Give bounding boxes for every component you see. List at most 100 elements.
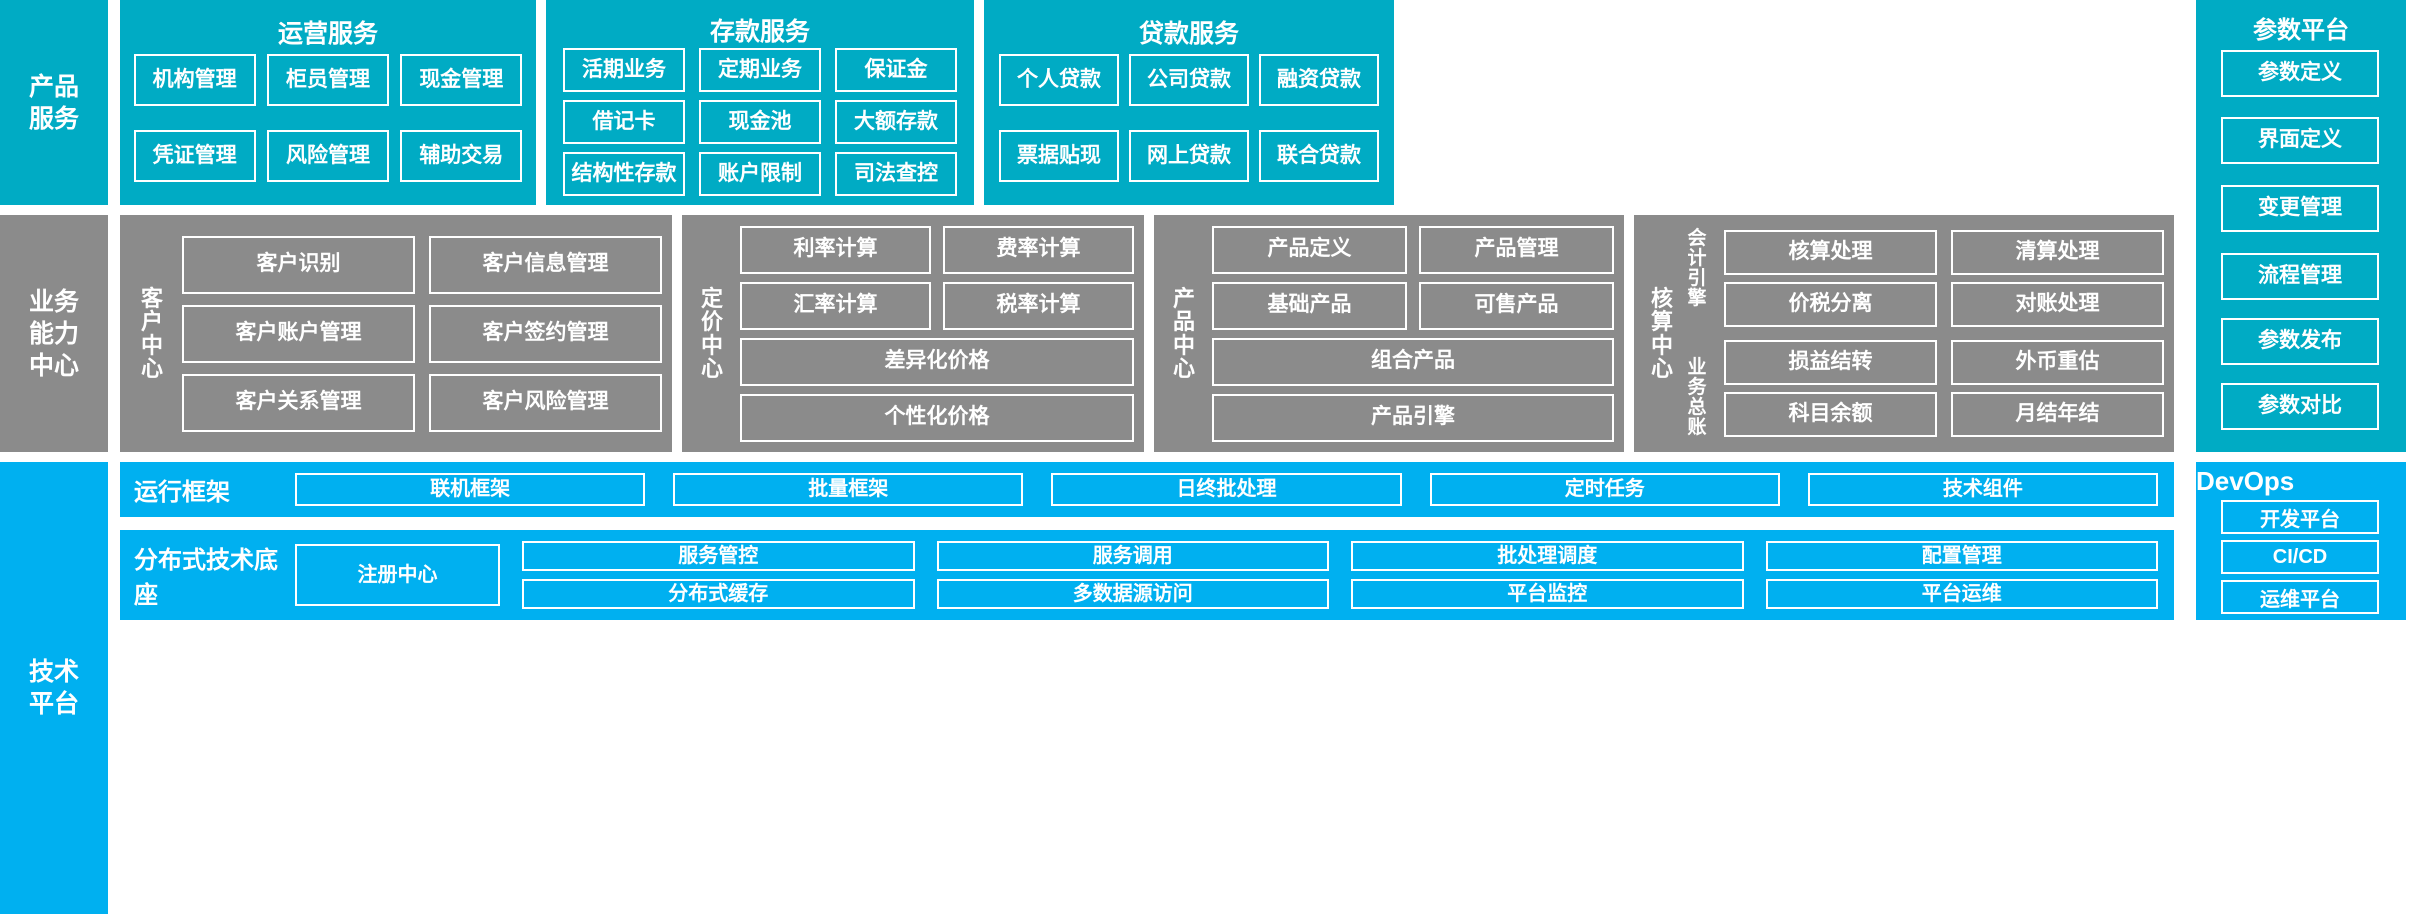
node-parameter[interactable]: 界面定义 <box>2221 117 2379 164</box>
node-registry-center[interactable]: 注册中心 <box>295 544 500 606</box>
vlabel-char: 计 <box>1687 247 1707 269</box>
node-accounting[interactable]: 对账处理 <box>1951 282 2164 327</box>
vlabel-char: 务 <box>1687 377 1707 399</box>
node-product[interactable]: 产品管理 <box>1419 225 1614 274</box>
node-parameter[interactable]: 参数对比 <box>2221 383 2379 430</box>
node-loan[interactable]: 个人贷款 <box>999 54 1119 106</box>
node-loan[interactable]: 网上贷款 <box>1129 130 1249 182</box>
node-loan[interactable]: 公司贷款 <box>1129 54 1249 106</box>
rail-line: 能力 <box>28 319 79 348</box>
node-customer[interactable]: 客户识别 <box>182 235 415 294</box>
vlabel-char: 核 <box>1650 285 1673 311</box>
node-runtime[interactable]: 日终批处理 <box>1051 473 1402 506</box>
node-runtime[interactable]: 定时任务 <box>1429 473 1780 506</box>
node-pricing[interactable]: 税率计算 <box>943 281 1134 330</box>
node-loan[interactable]: 票据贴现 <box>999 130 1119 182</box>
node-operations[interactable]: 辅助交易 <box>400 130 523 182</box>
vlabel-char: 擎 <box>1687 287 1707 309</box>
node-operations[interactable]: 柜员管理 <box>266 54 389 106</box>
group-title: 存款服务 <box>709 18 810 46</box>
node-customer[interactable]: 客户关系管理 <box>182 373 415 432</box>
product-service-layer: 产品 服务 运营服务 机构管理 柜员管理 现金管理 凭证管理 风险管理 辅助交易… <box>0 0 2423 205</box>
node-operations[interactable]: 凭证管理 <box>133 130 256 182</box>
node-deposit[interactable]: 借记卡 <box>563 100 685 144</box>
node-accounting[interactable]: 核算处理 <box>1724 230 1937 275</box>
vlabel-char: 引 <box>1687 267 1707 289</box>
center-name-accounting: 核 算 中 心 <box>1644 285 1680 381</box>
vlabel-char: 品 <box>1172 309 1195 335</box>
node-runtime[interactable]: 批量框架 <box>673 473 1024 506</box>
node-deposit[interactable]: 账户限制 <box>699 152 821 196</box>
node-product[interactable]: 产品引擎 <box>1212 393 1614 442</box>
rail-line: 产品 <box>28 72 79 101</box>
node-product[interactable]: 基础产品 <box>1212 281 1407 330</box>
node-operations[interactable]: 机构管理 <box>133 54 256 106</box>
node-runtime[interactable]: 联机框架 <box>295 473 646 506</box>
column-title: 参数平台 <box>2253 17 2349 44</box>
node-customer[interactable]: 客户签约管理 <box>429 304 662 363</box>
node-parameter[interactable]: 参数发布 <box>2221 318 2379 365</box>
sublabel-accounting-engine: 会 计 引 擎 <box>1680 228 1714 310</box>
node-pricing[interactable]: 利率计算 <box>740 225 931 274</box>
vlabel-char: 心 <box>700 355 723 381</box>
group-title: 贷款服务 <box>1138 20 1239 48</box>
vlabel-char: 算 <box>1650 309 1673 335</box>
node-customer[interactable]: 客户风险管理 <box>429 373 662 432</box>
node-devops[interactable]: 运维平台 <box>2221 580 2379 614</box>
node-product[interactable]: 组合产品 <box>1212 337 1614 386</box>
node-foundation[interactable]: 批处理调度 <box>1351 541 1744 571</box>
node-pricing[interactable]: 费率计算 <box>943 225 1134 274</box>
node-loan[interactable]: 融资贷款 <box>1259 54 1379 106</box>
node-deposit[interactable]: 保证金 <box>835 48 957 92</box>
rail-line: 平台 <box>28 690 79 718</box>
vlabel-char: 产 <box>1172 285 1195 311</box>
node-foundation[interactable]: 多数据源访问 <box>936 579 1329 609</box>
sublabel-business-ledger: 业 务 总 账 <box>1680 357 1714 439</box>
vlabel-char: 业 <box>1687 357 1707 378</box>
center-name-pricing: 定 价 中 心 <box>692 287 732 381</box>
node-operations[interactable]: 现金管理 <box>400 54 523 106</box>
node-parameter[interactable]: 参数定义 <box>2221 50 2379 97</box>
node-pricing[interactable]: 个性化价格 <box>740 393 1134 442</box>
node-foundation[interactable]: 平台运维 <box>1765 579 2158 609</box>
node-deposit[interactable]: 司法查控 <box>835 152 957 196</box>
node-pricing[interactable]: 汇率计算 <box>740 281 931 330</box>
node-pricing[interactable]: 差异化价格 <box>740 337 1134 386</box>
node-foundation[interactable]: 配置管理 <box>1765 541 2158 571</box>
layer-rail-business-capability: 业务 能力 中心 <box>0 215 108 452</box>
strip-label: 运行框架 <box>134 479 230 506</box>
node-product[interactable]: 产品定义 <box>1212 225 1407 274</box>
rail-line: 中心 <box>28 351 79 380</box>
node-deposit[interactable]: 定期业务 <box>699 48 821 92</box>
center-customer: 客 户 中 心 客户识别 客户信息管理 客户账户管理 客户签约管理 客户关系管理… <box>120 215 672 452</box>
node-foundation[interactable]: 分布式缓存 <box>522 579 915 609</box>
rail-line: 技术 <box>28 658 79 686</box>
node-customer[interactable]: 客户账户管理 <box>182 304 415 363</box>
node-deposit[interactable]: 大额存款 <box>835 100 957 144</box>
node-accounting[interactable]: 外币重估 <box>1951 340 2164 385</box>
node-accounting[interactable]: 价税分离 <box>1724 282 1937 327</box>
node-foundation[interactable]: 服务管控 <box>522 541 915 571</box>
technology-platform-layer: 技术 平台 运行框架 联机框架 批量框架 日终批处理 定时任务 技术组件 分布式… <box>0 462 2423 919</box>
node-accounting[interactable]: 月结年结 <box>1951 392 2164 437</box>
node-foundation[interactable]: 服务调用 <box>936 541 1329 571</box>
node-customer[interactable]: 客户信息管理 <box>429 235 662 294</box>
node-devops[interactable]: CI/CD <box>2221 540 2379 574</box>
node-deposit[interactable]: 结构性存款 <box>563 152 685 196</box>
node-accounting[interactable]: 损益结转 <box>1724 340 1937 385</box>
node-accounting[interactable]: 科目余额 <box>1724 392 1937 437</box>
node-runtime[interactable]: 技术组件 <box>1807 473 2159 506</box>
node-deposit[interactable]: 活期业务 <box>563 48 685 92</box>
column-devops: DevOps 开发平台 CI/CD 运维平台 <box>2196 462 2406 620</box>
node-deposit[interactable]: 现金池 <box>699 100 821 144</box>
node-product[interactable]: 可售产品 <box>1419 281 1614 330</box>
node-parameter[interactable]: 变更管理 <box>2221 185 2379 232</box>
vlabel-char: 中 <box>1172 332 1195 358</box>
node-parameter[interactable]: 流程管理 <box>2221 253 2379 300</box>
node-operations[interactable]: 风险管理 <box>266 130 389 182</box>
node-loan[interactable]: 联合贷款 <box>1259 130 1379 182</box>
node-accounting[interactable]: 清算处理 <box>1951 230 2164 275</box>
node-foundation[interactable]: 平台监控 <box>1351 579 1744 609</box>
node-devops[interactable]: 开发平台 <box>2221 500 2379 534</box>
